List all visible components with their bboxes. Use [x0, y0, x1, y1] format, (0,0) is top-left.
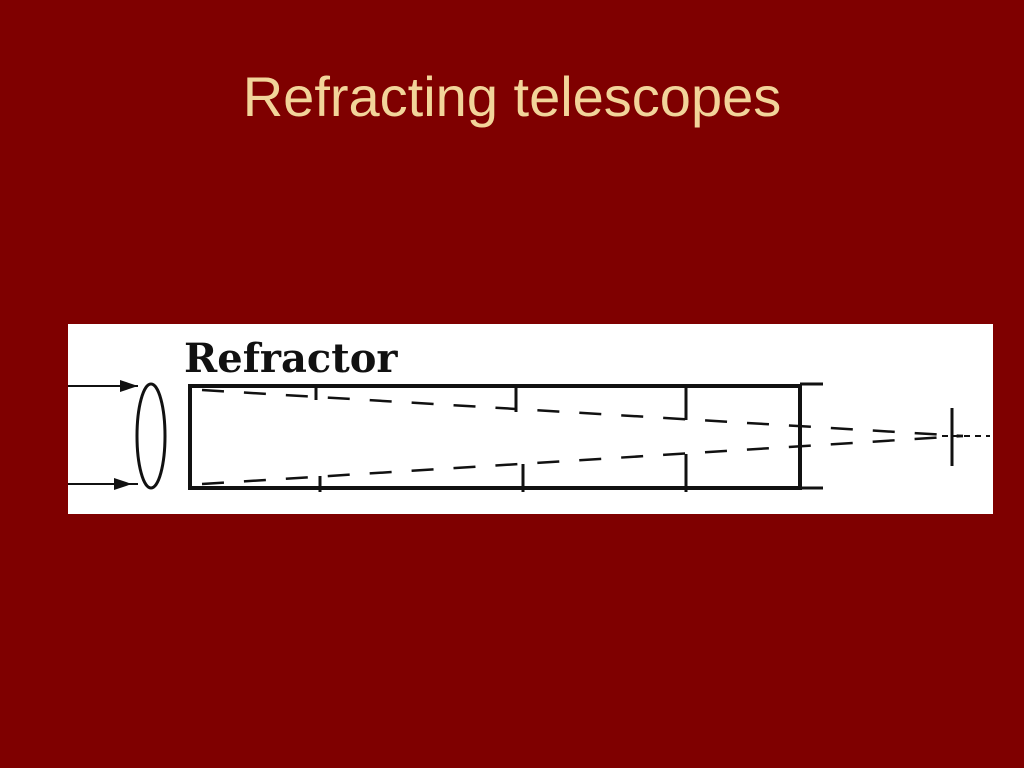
- focal-ray-bottom: [201, 434, 964, 486]
- refractor-diagram: Refractor: [68, 324, 993, 514]
- slide-title: Refracting telescopes: [242, 65, 782, 128]
- eyepiece-tube: [800, 382, 823, 490]
- focal-ray-top: [201, 388, 964, 438]
- refractor-diagram-svg: Refractor: [68, 335, 990, 492]
- tube-stops: [314, 386, 688, 492]
- focal-point-marker: [942, 408, 990, 466]
- diagram-label: Refractor: [184, 335, 398, 382]
- incoming-ray-bottom: [68, 478, 138, 490]
- telescope-tube: [188, 384, 802, 490]
- incoming-ray-top: [68, 380, 138, 392]
- objective-lens: [135, 382, 167, 490]
